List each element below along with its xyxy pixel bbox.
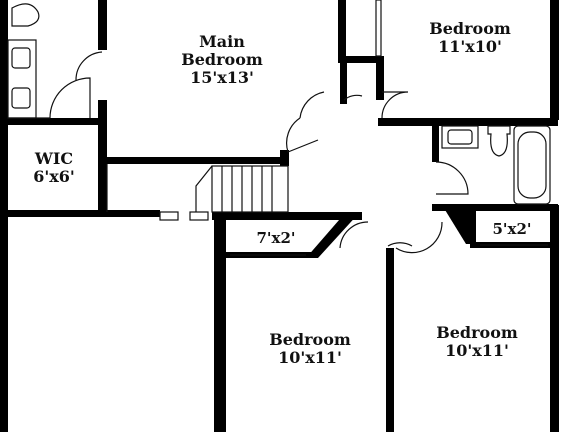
hall-door-swing-bath xyxy=(387,242,413,247)
wall-bath2-left xyxy=(432,118,439,162)
wall-main-bottom-post xyxy=(280,150,289,166)
hall-door-swing-main xyxy=(286,117,319,153)
window-left xyxy=(159,211,179,221)
bedroom-bottom-right-name: Bedroom xyxy=(436,323,518,342)
wall-bath-main-divider-lower xyxy=(98,100,107,212)
wall-bedrooms-middle xyxy=(386,248,394,432)
wall-linen-right xyxy=(376,56,384,100)
bedroom-tr-closet-door xyxy=(375,0,382,57)
bedroom-bottom-right-dims: 10'x11' xyxy=(445,341,509,360)
bedroom-bottom-left-dims: 10'x11' xyxy=(278,348,342,367)
wic-dims: 6'x6' xyxy=(33,167,75,186)
bedroom-bottom-left-name: Bedroom xyxy=(269,330,351,349)
wall-linen-top xyxy=(338,56,384,63)
closet-left-dims: 7'x2' xyxy=(256,229,295,247)
wall-linen-left xyxy=(340,58,347,104)
bath2-door-swing xyxy=(435,161,469,195)
wall-closet-left-diag xyxy=(306,212,360,258)
wall-bedroom-bl-left xyxy=(214,215,226,432)
wall-bath-main-divider xyxy=(98,0,107,50)
wall-closet-wedge xyxy=(442,205,476,244)
wall-bath2-bottom xyxy=(432,204,558,211)
wall-bath2-top xyxy=(378,118,558,126)
bath1-door-swing xyxy=(49,77,91,119)
main-bedroom-name2: Bedroom xyxy=(181,50,263,69)
hall-door-swing-linen xyxy=(343,94,363,101)
wall-wic-top xyxy=(0,118,104,125)
fixtures xyxy=(7,0,551,256)
wall-right-exterior-lower xyxy=(550,205,559,432)
hall-door-swing-bl xyxy=(339,221,369,249)
hall-door-swing-tr xyxy=(381,91,409,119)
wall-main-bottom xyxy=(98,157,288,164)
wall-hall-lower xyxy=(212,212,362,220)
main-bedroom-dims: 15'x13' xyxy=(190,68,254,87)
bath2-tub xyxy=(513,125,551,205)
wall-right-exterior xyxy=(550,0,559,120)
bedroom-top-right-name: Bedroom xyxy=(429,19,511,38)
bath2-toilet xyxy=(487,125,511,157)
main-bath-door-swing xyxy=(75,51,103,81)
bath1-sink-bottom xyxy=(11,87,31,109)
bath2-sink xyxy=(447,129,473,145)
wic-name: WIC xyxy=(34,149,73,168)
hall-door-swing-br xyxy=(395,221,443,254)
bath1-toilet xyxy=(11,3,40,27)
closet-right-dims: 5'x2' xyxy=(492,220,531,238)
stairs xyxy=(195,165,289,213)
wall-wic-bottom xyxy=(0,210,160,217)
bath2-tub-inner xyxy=(517,131,547,199)
bath1-sink-top xyxy=(11,47,31,69)
wall-bedroom-tr-left xyxy=(338,0,346,58)
bedroom-top-right-dims: 11'x10' xyxy=(438,37,502,56)
hall-door-swing-main2 xyxy=(299,91,325,119)
window-right xyxy=(189,211,209,221)
main-bedroom-name: Main xyxy=(199,32,245,51)
room-labels: Main Bedroom 15'x13' Bedroom 11'x10' WIC… xyxy=(33,19,531,367)
walls xyxy=(0,0,559,432)
bath2-vanity xyxy=(441,125,479,149)
